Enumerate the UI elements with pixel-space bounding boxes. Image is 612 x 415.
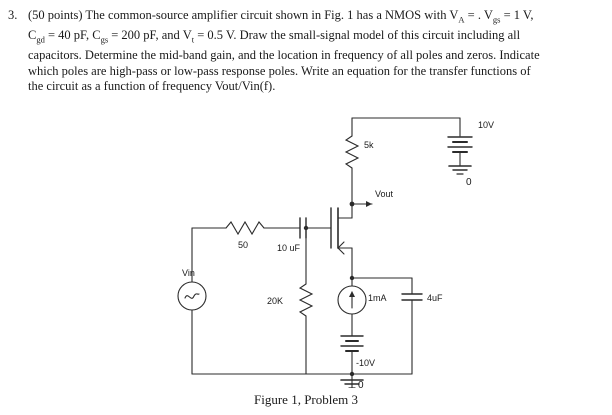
label-resistor-5k: 5k [364,140,374,150]
problem-line5: functions of the circuit as a function o… [28,63,531,94]
problem-line1-part1: (50 points) The common-source amplifier … [28,8,459,22]
label-ground-bottom: 0 [358,380,364,388]
problem-line2-part2: = 40 pF, C [44,28,101,42]
label-supply-negative: -10V [356,358,375,368]
node-dot-bottom [349,371,355,377]
subscript-gd: gd [36,34,45,45]
subscript-gs: gs [492,14,501,25]
problem-number: 3. [8,8,18,22]
label-current-source: 1mA [368,293,387,303]
mosfet-arrow [337,241,345,255]
problem-statement: 3. (50 points) The common-source amplifi… [8,8,604,95]
resistor-50 [225,220,265,236]
label-vin: Vin [182,268,195,278]
problem-line2-part1: C [28,28,37,42]
current-arrow-head [349,291,355,297]
label-ground-top: 0 [466,177,472,188]
circuit-diagram: 10V 0 5k Vout 50 10 uF Vin 20K 1mA 4uF -… [0,96,612,391]
problem-line1-part2: = . V [464,8,493,22]
figure-caption: Figure 1, Problem 3 [254,392,358,407]
label-resistor-50: 50 [238,240,248,250]
voltage-source-vin [177,281,207,311]
problem-line2-part4: = 0.5 V. Draw the small-signal model of … [194,28,521,42]
resistor-20k [298,283,314,317]
problem-line4: Indicate which poles are high-pass or lo… [28,48,540,78]
label-resistor-20k: 20K [267,296,283,306]
subscript-t: t [191,34,195,45]
label-capacitor-4uf: 4uF [427,293,443,303]
arrow-vout [366,201,372,207]
resistor-5k [344,135,360,169]
problem-line3: capacitors. Determine the mid-band gain,… [28,48,497,62]
sine-symbol-vin [184,293,200,299]
problem-body: (50 points) The common-source amplifier … [28,8,548,95]
problem-line2-part3: = 200 pF, and V [108,28,192,42]
problem-line1-part3: = 1 V, [500,8,534,22]
subscript-a: A [458,14,465,25]
label-supply-top: 10V [478,120,494,130]
subscript-gs2: gs [100,34,109,45]
label-vout: Vout [375,189,394,199]
node-dot-gate [303,225,309,231]
label-capacitor-10uf: 10 uF [277,243,301,253]
